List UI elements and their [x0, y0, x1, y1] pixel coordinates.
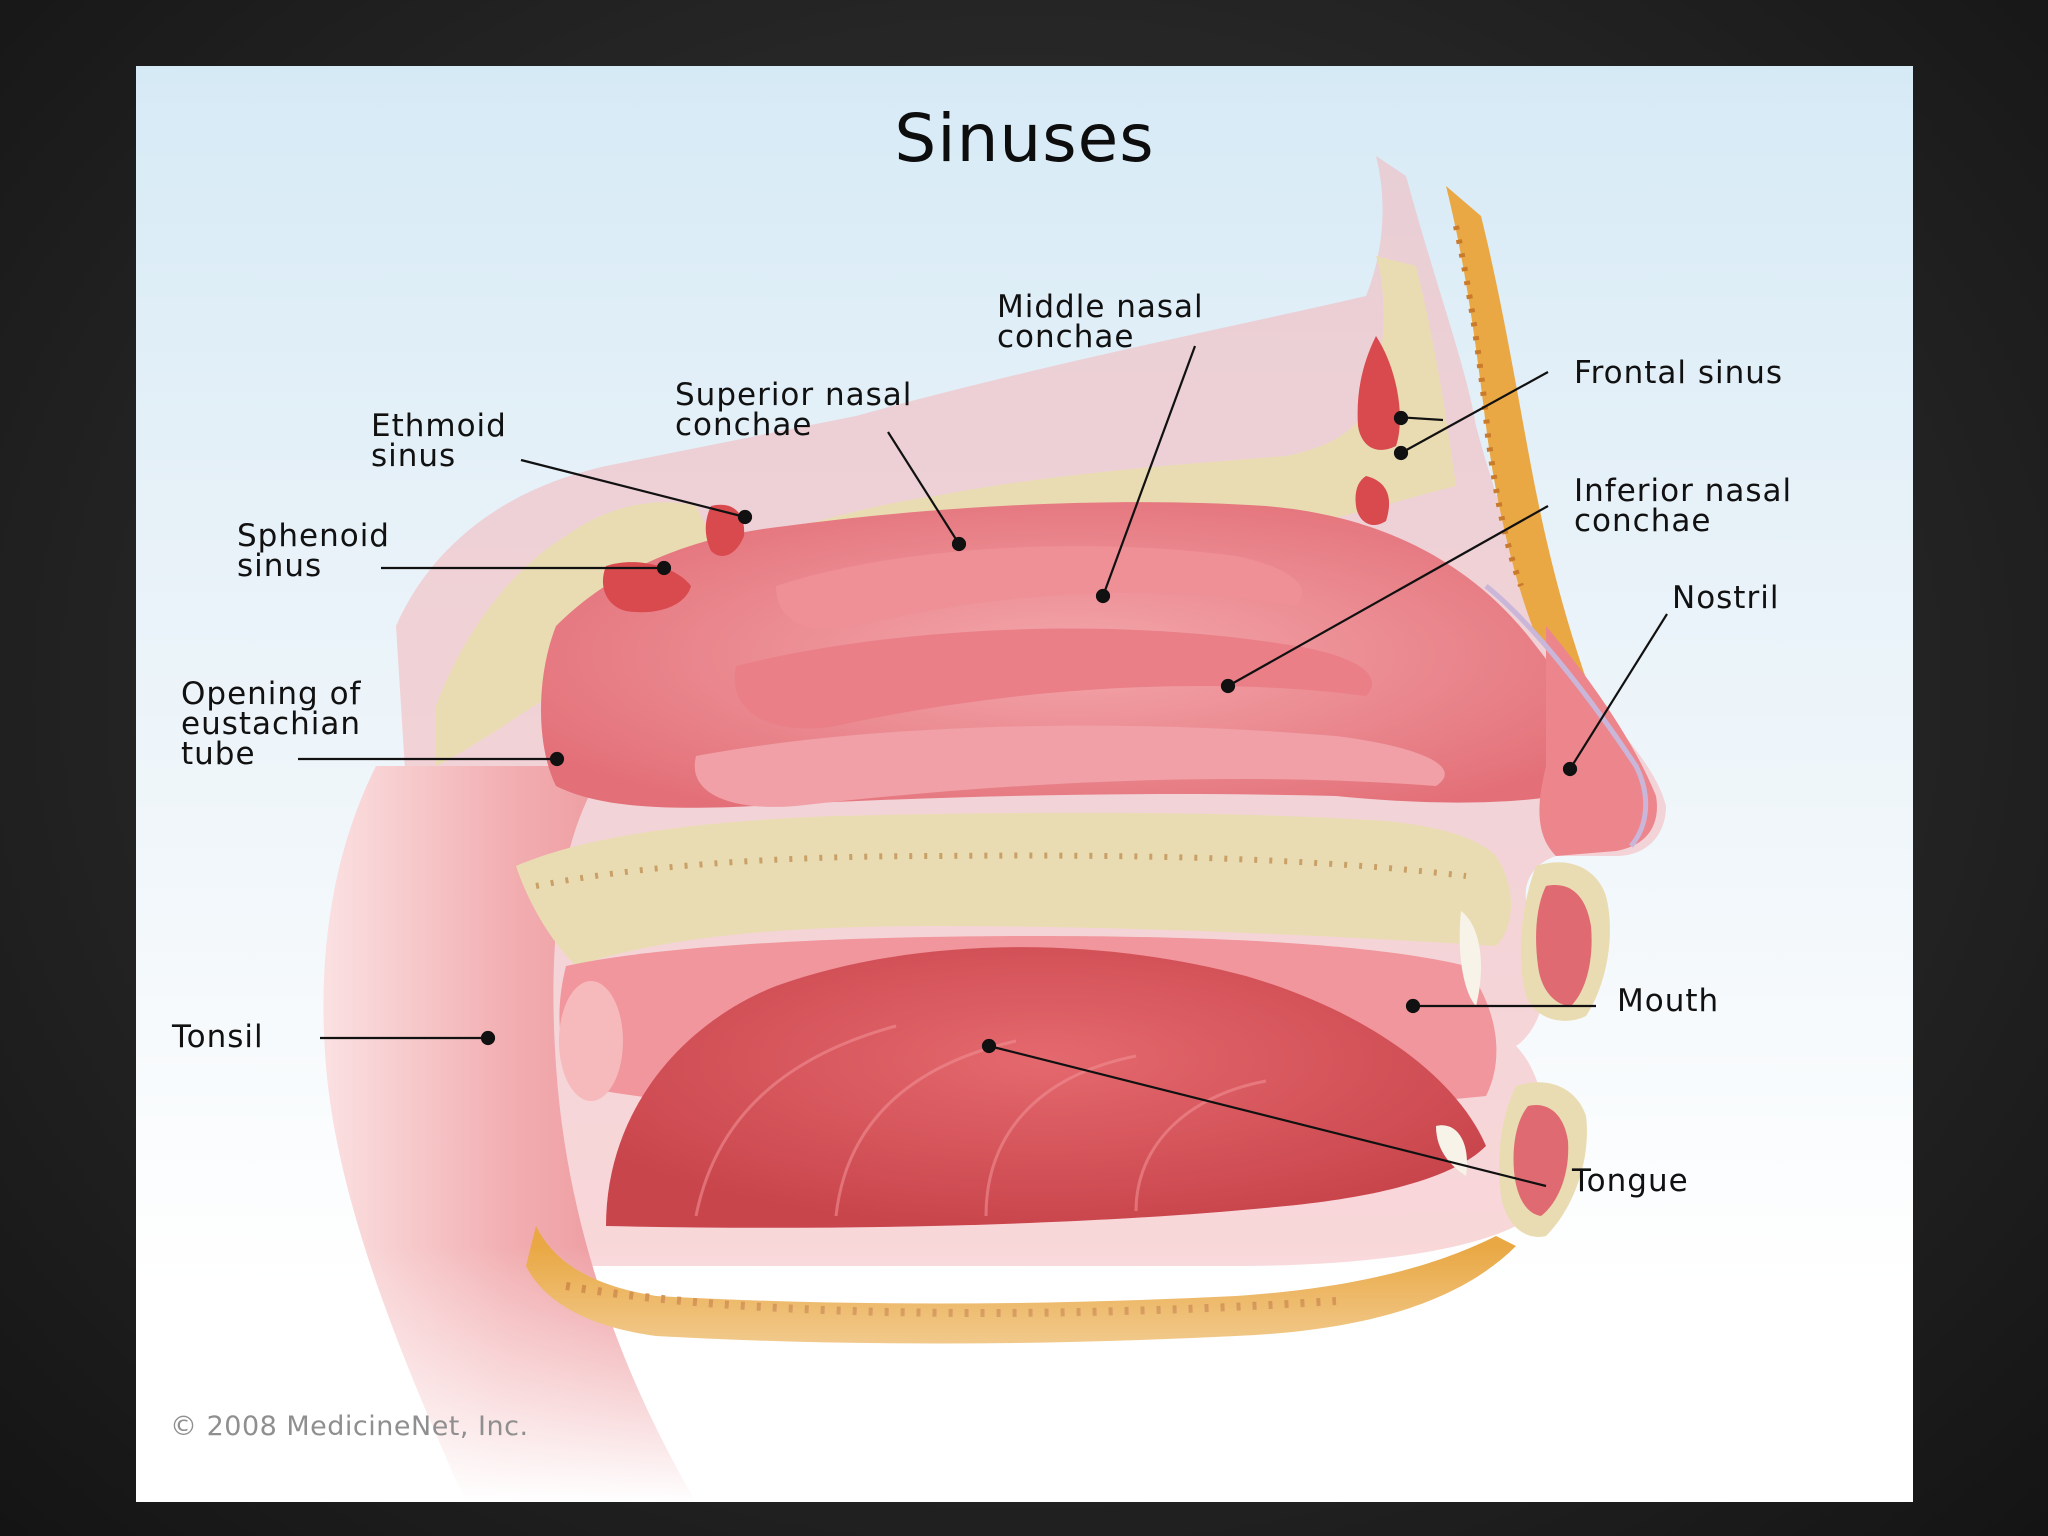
label-line: sinus	[237, 548, 323, 584]
sinus-diagram: Sinuses Middle nasal conchae Superior na…	[136, 66, 1913, 1502]
label-line: Middle nasal	[997, 289, 1204, 325]
diagram-title: Sinuses	[894, 100, 1155, 177]
label-line: Ethmoid	[371, 408, 507, 444]
label-superior-nasal-conchae: Superior nasal conchae	[675, 377, 913, 443]
dot-mouth	[1405, 998, 1421, 1014]
middle-concha-shape	[734, 628, 1373, 729]
dot-ethmoid-sinus	[737, 509, 753, 525]
lower-lip-tissue	[1513, 1104, 1569, 1216]
dot-inferior-nasal-conchae	[1220, 678, 1236, 694]
sphenoid-sinus-cavity	[602, 562, 691, 613]
upper-tooth	[1459, 911, 1481, 1006]
dot-frontal-sinus-a	[1393, 445, 1409, 461]
label-line: tube	[181, 736, 256, 772]
superior-concha-shape	[776, 546, 1303, 630]
bottom-fade	[136, 1246, 1913, 1502]
label-line: sinus	[371, 438, 457, 474]
label-line: Tongue	[1572, 1163, 1689, 1199]
label-line: Opening of	[181, 676, 362, 712]
label-line: Mouth	[1617, 983, 1720, 1019]
dot-nostril	[1562, 761, 1578, 777]
leader-ethmoid-sinus	[520, 458, 746, 519]
frontal-sinus-cavity-lower	[1355, 476, 1390, 526]
nasal-cartilage-line	[1484, 584, 1649, 848]
leader-lines	[298, 345, 1668, 1188]
label-line: conchae	[997, 319, 1135, 355]
label-line: Superior nasal	[675, 377, 913, 413]
leader-inferior-nasal-conchae	[1227, 505, 1549, 687]
anatomy-illustration	[136, 156, 1913, 1502]
label-line: Nostril	[1672, 580, 1780, 616]
nose	[1539, 626, 1657, 856]
dot-frontal-sinus-b	[1393, 410, 1409, 426]
frontal-bone-marrow-dots	[1453, 225, 1524, 588]
dot-tonsil	[480, 1030, 496, 1046]
dot-tongue	[981, 1038, 997, 1054]
label-sphenoid-sinus: Sphenoid sinus	[237, 518, 390, 584]
label-line: Frontal sinus	[1574, 355, 1784, 391]
label-line: Sphenoid	[237, 518, 390, 554]
leader-middle-nasal-conchae	[1101, 345, 1197, 597]
tongue-fibers	[694, 1024, 1267, 1217]
upper-lip-tissue	[1536, 885, 1592, 1006]
leader-tongue	[988, 1044, 1547, 1188]
label-frontal-sinus: Frontal sinus	[1574, 355, 1784, 391]
tongue-shape	[606, 947, 1486, 1228]
ethmoid-sinus-cavity	[705, 504, 745, 556]
label-line: conchae	[1574, 503, 1712, 539]
label-line: eustachian	[181, 706, 361, 742]
copyright-notice: © 2008 MedicineNet, Inc.	[170, 1411, 529, 1442]
dot-middle-nasal-conchae	[1095, 588, 1111, 604]
frontal-bone-marrow	[1446, 186, 1596, 706]
label-nostril: Nostril	[1672, 580, 1780, 616]
leader-frontal-sinus-a	[1400, 371, 1549, 454]
dot-superior-nasal-conchae	[951, 536, 967, 552]
label-line: conchae	[675, 407, 813, 443]
inferior-concha-shape	[694, 725, 1445, 807]
label-line: Inferior nasal	[1574, 473, 1793, 509]
label-ethmoid-sinus: Ethmoid sinus	[371, 408, 507, 474]
label-line: Tonsil	[172, 1019, 264, 1055]
dot-sphenoid-sinus	[656, 560, 672, 576]
label-middle-nasal-conchae: Middle nasal conchae	[997, 289, 1204, 355]
dot-eustachian-tube	[549, 751, 565, 767]
hard-palate	[516, 812, 1511, 966]
leader-nostril	[1569, 613, 1668, 770]
label-opening-of-eustachian-tube: Opening of eustachian tube	[181, 676, 362, 772]
tonsil-shape	[559, 981, 623, 1101]
frontal-sinus-cavity	[1357, 336, 1400, 450]
label-tongue: Tongue	[1572, 1163, 1689, 1199]
label-inferior-nasal-conchae: Inferior nasal conchae	[1574, 473, 1793, 539]
label-mouth: Mouth	[1617, 983, 1720, 1019]
label-tonsil: Tonsil	[172, 1019, 264, 1055]
leader-superior-nasal-conchae	[887, 431, 960, 545]
